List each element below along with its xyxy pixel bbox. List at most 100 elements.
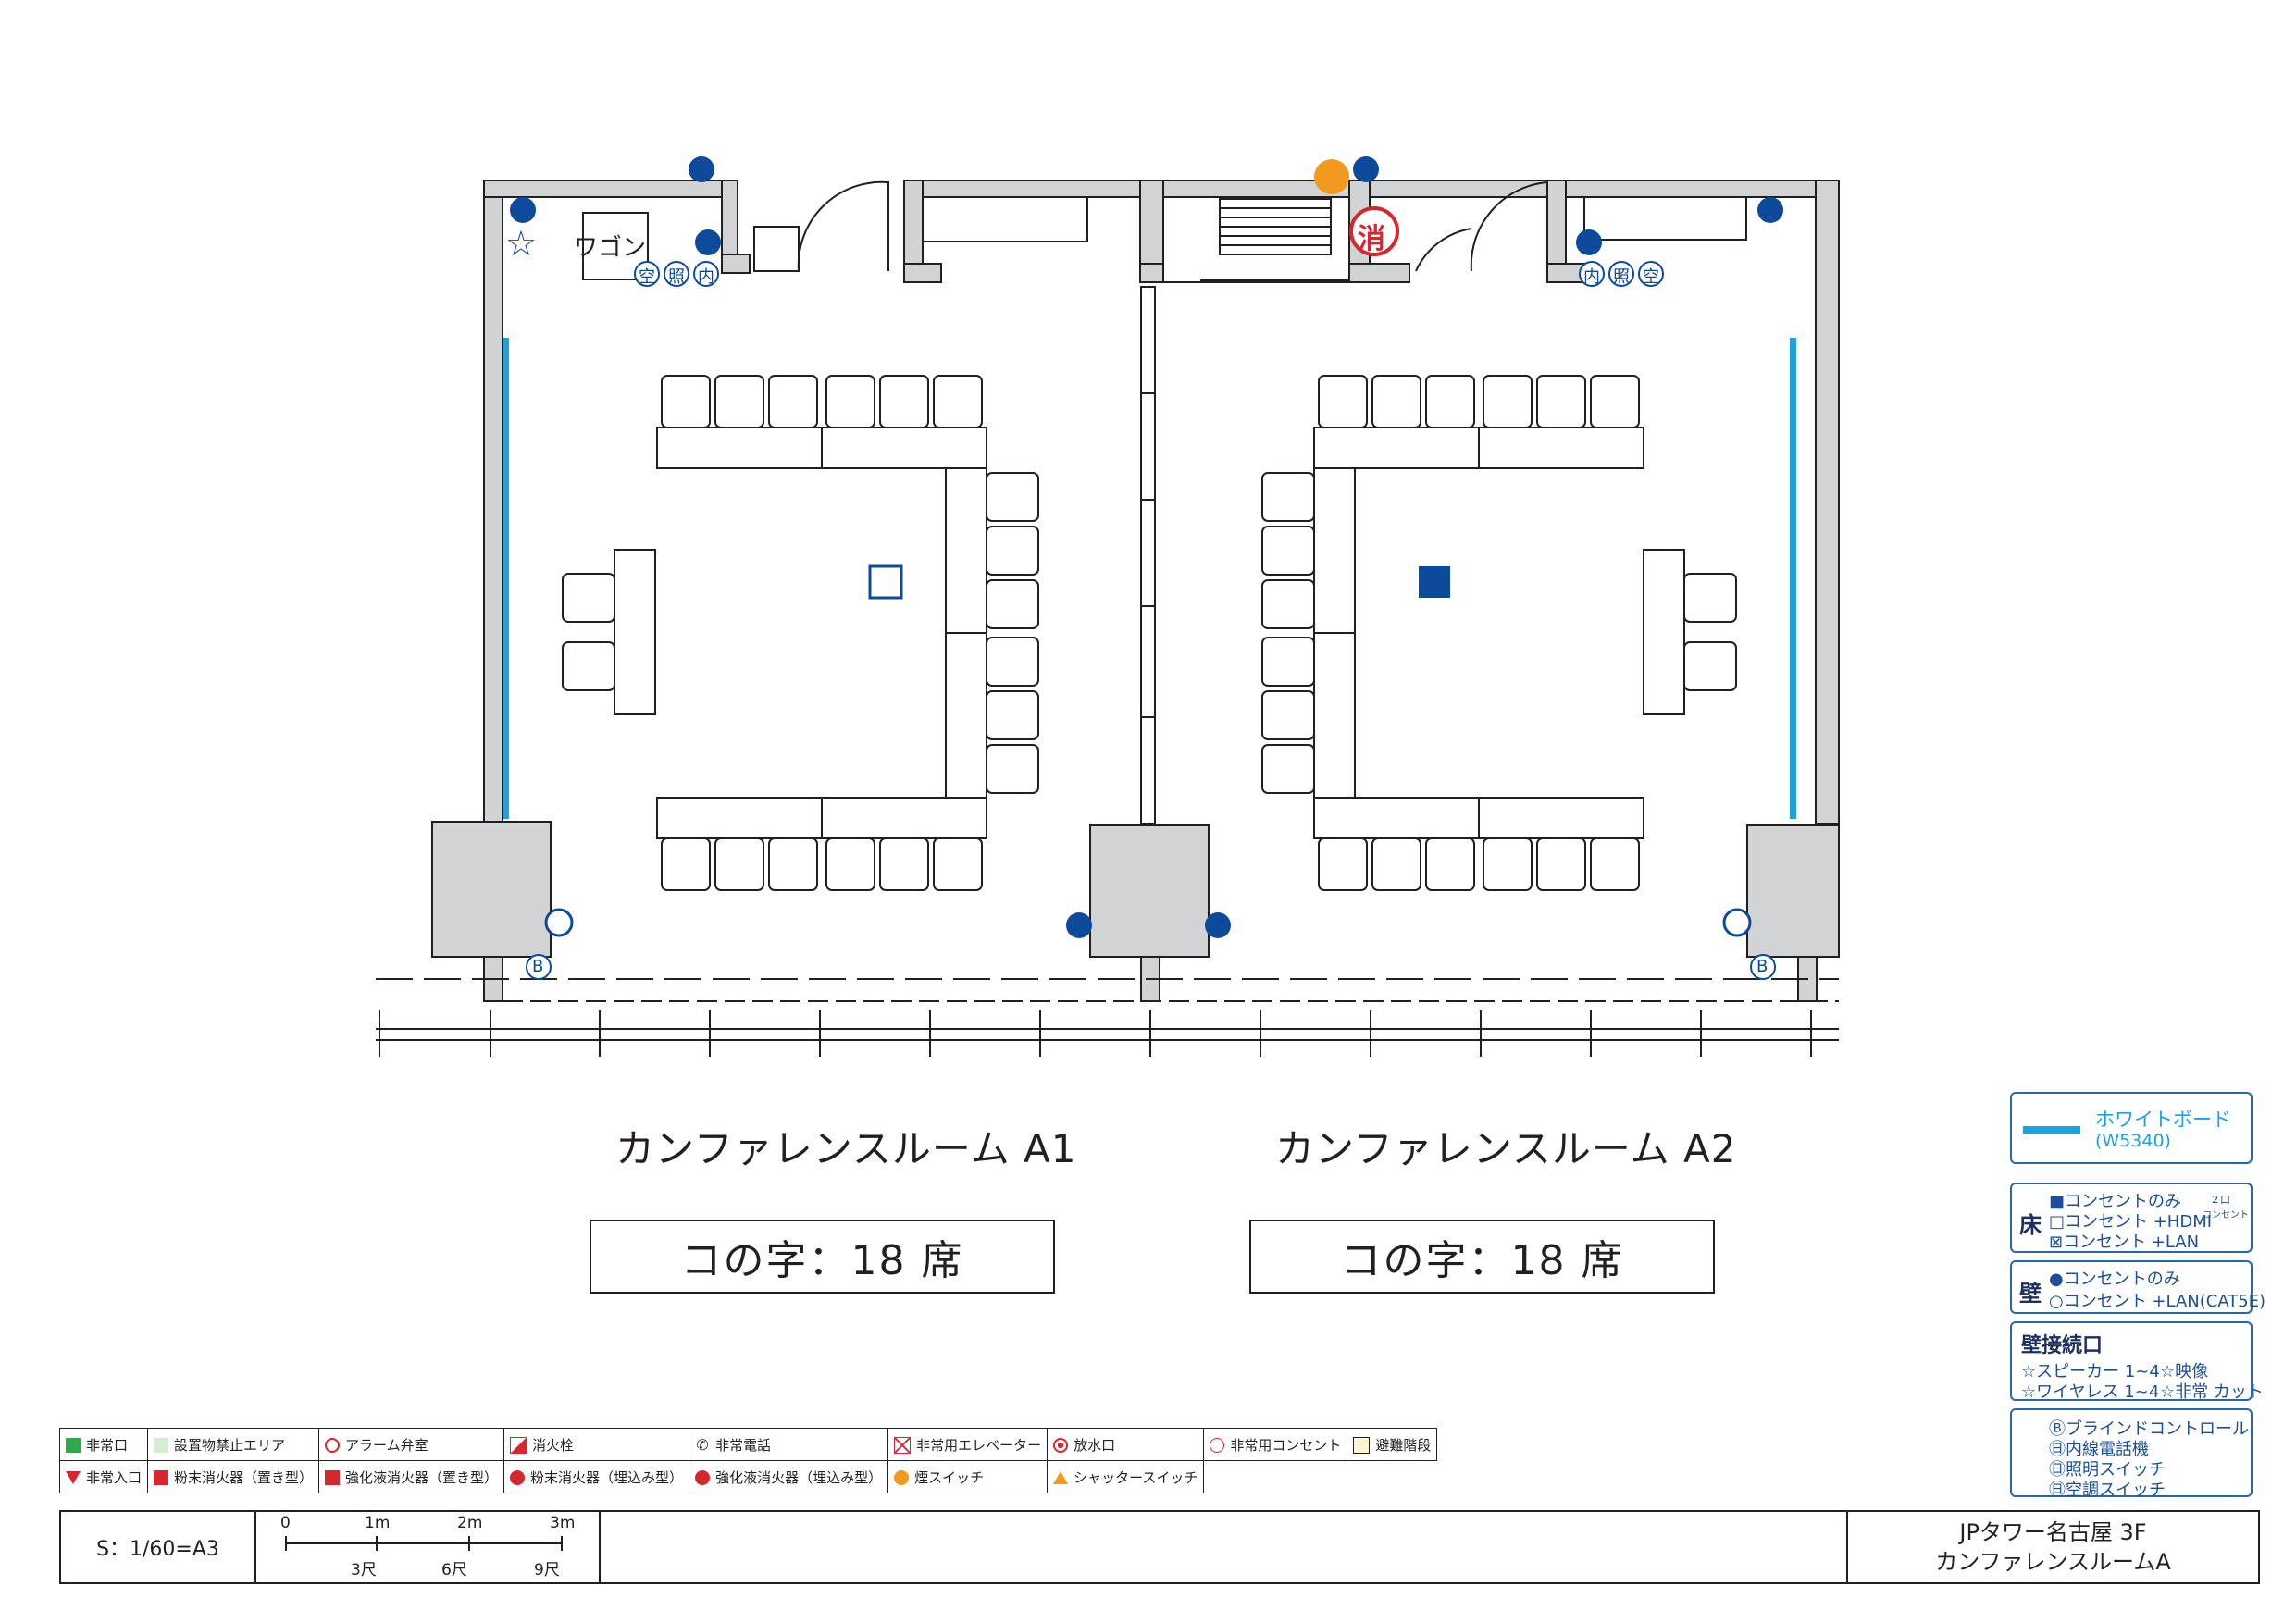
key-emergency-phone: ✆ 非常電話 bbox=[689, 1428, 889, 1461]
switch-item-1: Ⓑブラインドコントロール bbox=[2049, 1419, 2249, 1439]
legend-whiteboard: ホワイトボード (W5340) bbox=[2010, 1092, 2253, 1164]
doors bbox=[753, 180, 1548, 272]
smoke-switch-icon bbox=[894, 1470, 910, 1485]
wall-connection-item-1: ☆スピーカー 1~4 bbox=[2021, 1362, 2160, 1381]
liquid-extinguisher-icon bbox=[325, 1470, 341, 1485]
layout-label-a2: コの字：18 席 bbox=[1340, 1237, 1624, 1284]
switch-item-3: ㊐照明スイッチ bbox=[2049, 1460, 2166, 1480]
phone-icon: ✆ bbox=[696, 1436, 709, 1454]
key-label: 粉末消火器（埋込み型） bbox=[530, 1468, 684, 1486]
key-emergency-exit: 非常口 bbox=[58, 1428, 149, 1461]
speaker-star-icon: ☆ bbox=[505, 223, 537, 264]
key-row-1: 非常口 設置物禁止エリア アラーム弁室 消火栓 ✆非常電話 非常用エレベーター … bbox=[58, 1428, 1438, 1461]
key-smoke-switch: 煙スイッチ bbox=[887, 1460, 1049, 1493]
badge-b-a2: B bbox=[1756, 957, 1769, 976]
extinguisher-marker bbox=[1349, 206, 1399, 256]
badge-b-a1: B bbox=[532, 957, 544, 976]
wall-outlets-lan bbox=[544, 908, 1752, 937]
bar-label-3m: 3m bbox=[550, 1514, 576, 1532]
key-hydrant: 消火栓 bbox=[503, 1428, 690, 1461]
switch-item-4: ㊐空調スイッチ bbox=[2049, 1481, 2166, 1500]
wall-connection-item-4: ☆非常 カット bbox=[2160, 1382, 2264, 1402]
room-title-a1: カンファレンスルーム A1 bbox=[615, 1126, 1077, 1171]
bar-label-9shaku: 9尺 bbox=[534, 1561, 560, 1580]
bar-label-1m: 1m bbox=[365, 1514, 391, 1532]
key-water-outlet: 放水口 bbox=[1047, 1428, 1205, 1461]
key-label: 強化液消火器（置き型） bbox=[345, 1468, 499, 1486]
emergency-exit-icon bbox=[66, 1438, 81, 1453]
key-label: 非常電話 bbox=[715, 1436, 772, 1454]
key-label: 消火栓 bbox=[532, 1436, 575, 1454]
furniture-a2 bbox=[1261, 375, 1737, 891]
title-block: S：1/60=A3 0 1m 2m 3m 3尺 6尺 9尺 JPタワー名古屋 3… bbox=[59, 1510, 2260, 1584]
badge-nai-a2: 内 bbox=[1583, 267, 1600, 287]
key-label: 設置物禁止エリア bbox=[174, 1436, 286, 1454]
key-emergency-entrance: 非常入口 bbox=[58, 1460, 149, 1493]
scale-cell: S：1/60=A3 bbox=[61, 1512, 256, 1582]
legend-switches: Ⓑブラインドコントロール ㊐内線電話機 ㊐照明スイッチ ㊐空調スイッチ bbox=[2010, 1408, 2253, 1500]
emergency-entrance-icon bbox=[66, 1471, 81, 1484]
wall-connection-item-2: ☆映像 bbox=[2160, 1362, 2209, 1381]
key-label: 非常用エレベーター bbox=[916, 1436, 1042, 1454]
powder-extinguisher-embedded-icon bbox=[510, 1470, 526, 1485]
key-label: 非常用コンセント bbox=[1230, 1436, 1342, 1454]
project-cell: JPタワー名古屋 3F カンファレンスルームA bbox=[1848, 1518, 2258, 1577]
key-shutter-switch: シャッタースイッチ bbox=[1047, 1460, 1205, 1493]
room-title-a2: カンファレンスルーム A2 bbox=[1275, 1126, 1737, 1171]
key-alarm-valve: アラーム弁室 bbox=[318, 1428, 505, 1461]
bar-label-3shaku: 3尺 bbox=[351, 1561, 377, 1580]
wall-outlets bbox=[510, 156, 1783, 938]
bar-label-0: 0 bbox=[280, 1514, 291, 1532]
badge-ku-a2: 空 bbox=[1643, 267, 1659, 287]
elevator-icon bbox=[894, 1437, 912, 1454]
whiteboard-a2 bbox=[1790, 338, 1796, 819]
railing bbox=[376, 1010, 1839, 1057]
project-line-2: カンファレンスルームA bbox=[1935, 1549, 2171, 1575]
key-row-2: 非常入口 粉末消火器（置き型） 強化液消火器（置き型） 粉末消火器（埋込み型） … bbox=[58, 1460, 1437, 1493]
key-liquid-ext-embedded: 強化液消火器（埋込み型） bbox=[689, 1460, 889, 1493]
project-line-1: JPタワー名古屋 3F bbox=[1959, 1519, 2147, 1545]
badge-sho-a2: 照 bbox=[1613, 267, 1630, 287]
wall-head: 壁 bbox=[2019, 1281, 2042, 1307]
water-outlet-icon bbox=[1053, 1438, 1069, 1453]
liquid-extinguisher-embedded-icon bbox=[695, 1470, 711, 1485]
legend-wall: 壁 ●コンセントのみ ○コンセント +LAN(CAT5E) bbox=[2010, 1260, 2265, 1314]
floor-head: 床 bbox=[2019, 1212, 2042, 1238]
key-label: 非常入口 bbox=[86, 1468, 143, 1486]
legend-floor: 床 ■コンセントのみ □コンセント +HDMI ⊠コンセント +LAN ２口 コ… bbox=[2010, 1183, 2253, 1253]
floor-outlet-a2 bbox=[1419, 566, 1450, 598]
key-label: シャッタースイッチ bbox=[1074, 1468, 1198, 1486]
whiteboard-swatch bbox=[2023, 1126, 2080, 1134]
scale-bar-cell: 0 1m 2m 3m 3尺 6尺 9尺 bbox=[256, 1512, 601, 1582]
layout-label-a1: コの字：18 席 bbox=[680, 1237, 964, 1284]
symbol-key-table: 非常口 設置物禁止エリア アラーム弁室 消火栓 ✆非常電話 非常用エレベーター … bbox=[58, 1428, 1438, 1493]
walls bbox=[431, 180, 1840, 1002]
switch-item-2: ㊐内線電話機 bbox=[2049, 1440, 2149, 1459]
floor-item-3: ⊠コンセント +LAN bbox=[2049, 1233, 2200, 1252]
emergency-outlet-icon bbox=[1210, 1438, 1225, 1453]
key-label: 粉末消火器（置き型） bbox=[174, 1468, 314, 1486]
key-label: 避難階段 bbox=[1375, 1436, 1432, 1454]
no-placement-area-icon bbox=[154, 1438, 169, 1453]
key-powder-ext-standing: 粉末消火器（置き型） bbox=[147, 1460, 320, 1493]
key-label: 煙スイッチ bbox=[914, 1468, 985, 1486]
floor-item-1: ■コンセントのみ bbox=[2049, 1192, 2182, 1211]
hydrant-icon bbox=[510, 1437, 527, 1454]
layout-box-a2: コの字：18 席 bbox=[1249, 1220, 1715, 1294]
wall-connection-item-3: ☆ワイヤレス 1~4 bbox=[2021, 1382, 2160, 1402]
key-label: 非常口 bbox=[86, 1436, 129, 1454]
wall-item-1: ●コンセントのみ bbox=[2049, 1270, 2180, 1289]
blank-cell bbox=[601, 1512, 1848, 1582]
furniture-a1 bbox=[562, 212, 1039, 891]
legend-wall-connection: 壁接続口 ☆スピーカー 1~4 ☆映像 ☆ワイヤレス 1~4 ☆非常 カット bbox=[2010, 1321, 2264, 1402]
key-liquid-ext-standing: 強化液消火器（置き型） bbox=[318, 1460, 505, 1493]
badge-nai-a1: 内 bbox=[698, 267, 714, 287]
key-label: アラーム弁室 bbox=[345, 1436, 428, 1454]
bar-label-2m: 2m bbox=[457, 1514, 483, 1532]
alarm-valve-icon bbox=[325, 1438, 341, 1453]
floor-note-bottom: コンセント bbox=[2203, 1210, 2249, 1220]
smoke-switch bbox=[1314, 159, 1349, 194]
key-emergency-outlet: 非常用コンセント bbox=[1203, 1428, 1348, 1461]
partition bbox=[1140, 286, 1156, 824]
